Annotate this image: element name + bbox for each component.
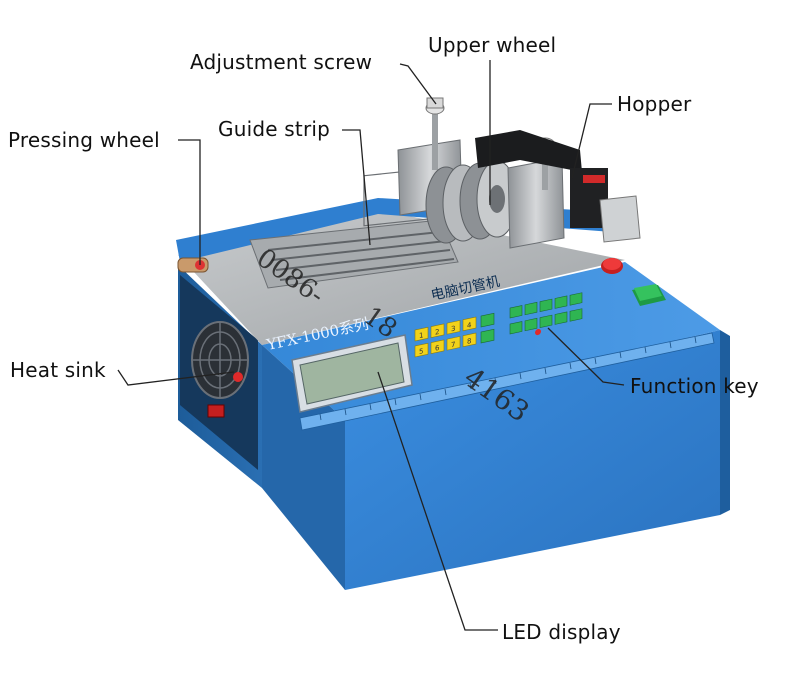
- guide-strip: [249, 165, 459, 289]
- label-guide-strip: Guide strip: [218, 117, 331, 141]
- machine-front-box: [345, 330, 720, 590]
- start-button: [632, 284, 666, 306]
- upper-wheel: [425, 160, 518, 244]
- label-function-key: Function key: [630, 374, 759, 398]
- svg-text:8: 8: [467, 336, 472, 346]
- emergency-stop-button: [601, 258, 623, 274]
- leader-adjustment-screw: [399, 63, 437, 105]
- leader-pressing-wheel: [178, 139, 201, 265]
- hopper: [475, 130, 641, 243]
- svg-text:1: 1: [419, 330, 423, 340]
- svg-text:4: 4: [467, 320, 472, 330]
- machine-right-end: [720, 330, 730, 515]
- leader-led-display: [377, 371, 498, 631]
- pressing-wheel: [177, 257, 209, 273]
- svg-text:3: 3: [451, 323, 455, 333]
- label-heat-sink: Heat sink: [10, 358, 106, 382]
- label-upper-wheel: Upper wheel: [428, 33, 557, 57]
- label-adjustment-screw: Adjustment screw: [190, 50, 373, 74]
- svg-text:7: 7: [451, 339, 455, 349]
- led-display: [291, 334, 413, 413]
- function-keys: [509, 292, 583, 336]
- ruler-strip: [299, 332, 715, 431]
- label-hopper: Hopper: [617, 92, 692, 116]
- svg-text:2: 2: [435, 327, 439, 337]
- label-pressing-wheel: Pressing wheel: [8, 128, 160, 152]
- leader-hopper: [571, 103, 612, 179]
- numeric-keypad: 1 2 3 4 5 6 7 8: [414, 312, 495, 358]
- svg-text:6: 6: [435, 343, 440, 353]
- leader-function-key: [547, 327, 625, 386]
- label-led-display: LED display: [502, 620, 621, 644]
- svg-text:5: 5: [419, 346, 423, 356]
- power-switch: [207, 404, 225, 418]
- keypad-row-2: 5 6 7 8: [414, 332, 477, 358]
- leader-heat-sink: [117, 369, 235, 386]
- ruler-ticks: [319, 336, 697, 421]
- keypad-row-1: 1 2 3 4: [414, 316, 477, 342]
- heat-sink-fan: [191, 321, 249, 399]
- leader-guide-strip: [342, 129, 371, 246]
